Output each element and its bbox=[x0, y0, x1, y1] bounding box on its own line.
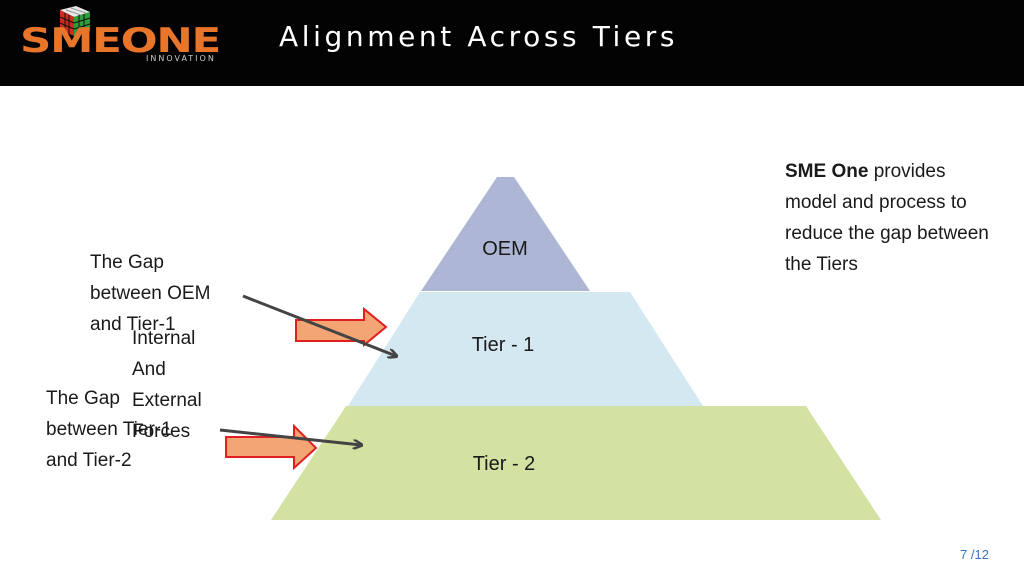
force-arrow-upper bbox=[295, 306, 388, 348]
tier-2-shape bbox=[271, 406, 881, 520]
forces-line-4: Forces bbox=[132, 421, 191, 442]
logo-subtext: INNOVATION bbox=[146, 54, 216, 63]
forces-label: Internal And External Forces bbox=[132, 323, 202, 447]
force-arrow-lower bbox=[225, 423, 318, 471]
note-bold: SME One bbox=[785, 161, 869, 182]
gap-oem-line-1: The Gap bbox=[90, 252, 164, 273]
page-total: 12 bbox=[974, 547, 989, 562]
note-text: provides model and process to reduce the… bbox=[785, 161, 989, 275]
forces-line-1: Internal bbox=[132, 328, 196, 349]
smeone-logo: SMEONE INNOVATION bbox=[20, 6, 221, 63]
gap-pointer-arrow-lower bbox=[219, 428, 361, 445]
header-bar: SMEONE INNOVATION Alignment Across Tiers bbox=[0, 0, 1024, 86]
tier-oem-shape bbox=[421, 177, 590, 291]
gap-oem-line-3: and Tier-1 bbox=[90, 314, 176, 335]
gap-pointer-arrow-upper bbox=[242, 294, 396, 356]
sme-one-note: SME One provides model and process to re… bbox=[785, 156, 1000, 280]
gap-tier1-line-1: The Gap bbox=[46, 388, 120, 409]
gap-tier1-tier2-label: The Gap between Tier-1 and Tier-2 bbox=[46, 383, 172, 476]
forces-line-3: External bbox=[132, 390, 202, 411]
tier-label-1: Tier - 1 bbox=[471, 334, 535, 356]
slide-title: Alignment Across Tiers bbox=[279, 20, 679, 53]
tier-label-oem: OEM bbox=[482, 238, 528, 260]
logo-text: SMEONE bbox=[20, 21, 220, 61]
cube-icon bbox=[59, 6, 91, 36]
gap-tier1-line-3: and Tier-2 bbox=[46, 450, 132, 471]
page-separator: / bbox=[970, 547, 975, 562]
tier-label-2: Tier - 2 bbox=[472, 453, 536, 475]
page-indicator: 7 /12 bbox=[960, 547, 989, 562]
gap-oem-line-2: between OEM bbox=[90, 283, 211, 304]
tier-1-shape bbox=[348, 292, 703, 406]
page-current: 7 bbox=[960, 547, 968, 562]
forces-line-2: And bbox=[132, 359, 166, 380]
gap-oem-tier1-label: The Gap between OEM and Tier-1 bbox=[90, 247, 210, 340]
gap-tier1-line-2: between Tier-1 bbox=[46, 419, 172, 440]
